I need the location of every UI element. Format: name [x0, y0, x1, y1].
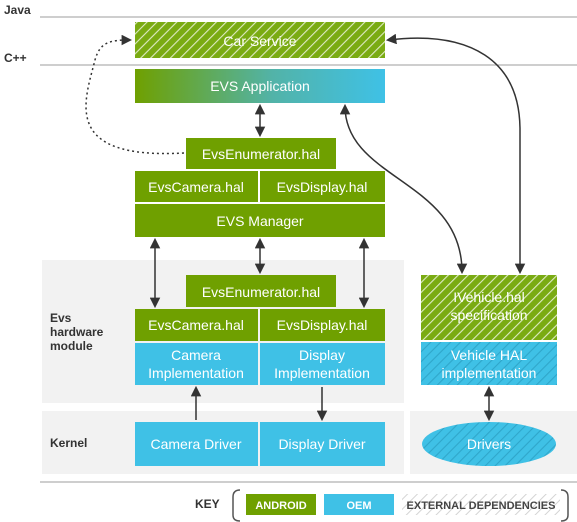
evs-hw-label-2: hardware [50, 325, 104, 339]
key-bracket-right [560, 489, 569, 522]
arrow-app-ivehicle [339, 103, 468, 275]
key-oem-label: OEM [346, 500, 371, 512]
evs-hw-label-3: module [50, 339, 93, 353]
kernel-label: Kernel [50, 436, 87, 450]
camera-driver-box [135, 422, 258, 466]
evs-camera-hw-box [135, 309, 258, 341]
evs-hw-label-1: Evs [50, 311, 72, 325]
display-implementation-label-1: Display [299, 347, 345, 363]
ivehicle-hal-label-2: specification [450, 307, 527, 323]
drivers-ellipse [422, 422, 556, 466]
display-implementation-box [260, 343, 385, 385]
evs-enumerator-hw-label: EvsEnumerator.hal [202, 284, 320, 300]
car-service-box [135, 22, 385, 58]
ivehicle-hal-label-1: IVehicle.hal [453, 289, 525, 305]
display-driver-box [260, 422, 385, 466]
key-external-swatch [402, 494, 560, 515]
arrow-carservice-ivehicle [385, 33, 526, 275]
drivers-label: Drivers [467, 436, 511, 452]
evs-camera-top-label: EvsCamera.hal [148, 179, 244, 195]
key-android-swatch [246, 494, 316, 515]
camera-driver-label: Camera Driver [150, 436, 241, 452]
ivehicle-hal-box [421, 275, 557, 340]
java-layer-label: Java [4, 3, 31, 17]
key-oem-swatch [324, 494, 394, 515]
display-driver-label: Display Driver [278, 436, 365, 452]
evs-camera-top-box [135, 171, 258, 202]
dotted-arrow-enumerator-carservice [85, 34, 185, 155]
evs-application-label: EVS Application [210, 78, 310, 94]
evs-display-hw-box [260, 309, 385, 341]
camera-implementation-label-1: Camera [171, 347, 221, 363]
camera-implementation-label-2: Implementation [148, 365, 244, 381]
key-bracket-left [232, 489, 241, 522]
evs-display-top-label: EvsDisplay.hal [277, 179, 368, 195]
evs-camera-hw-label: EvsCamera.hal [148, 317, 244, 333]
key-external-label: EXTERNAL DEPENDENCIES [407, 500, 556, 512]
vehicle-hal-label-1: Vehicle HAL [451, 347, 527, 363]
evs-enumerator-top-box [186, 138, 336, 169]
evs-application-box [135, 69, 385, 103]
key-title: KEY [195, 497, 220, 511]
vehicle-hal-label-2: implementation [442, 365, 537, 381]
evs-display-hw-label: EvsDisplay.hal [277, 317, 368, 333]
evs-manager-label: EVS Manager [216, 213, 303, 229]
cpp-layer-label: C++ [4, 51, 27, 65]
evs-enumerator-top-label: EvsEnumerator.hal [202, 146, 320, 162]
key-android-label: ANDROID [255, 500, 306, 512]
car-service-label: Car Service [223, 33, 296, 49]
evs-enumerator-hw-box [186, 275, 336, 307]
display-implementation-label-2: Implementation [274, 365, 370, 381]
camera-implementation-box [135, 343, 258, 385]
vehicle-hal-implementation-box [421, 342, 557, 385]
